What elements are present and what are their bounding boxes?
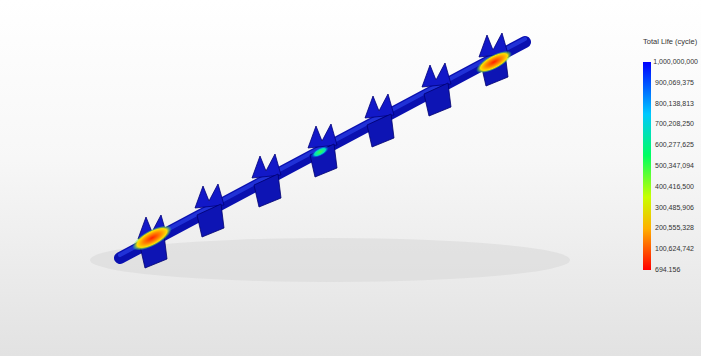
tick-label: 694.156 xyxy=(655,266,680,274)
color-bar xyxy=(643,62,651,270)
legend-title: Total Life (cycle) xyxy=(643,38,697,46)
tick-label: 100,624,742 xyxy=(655,245,694,253)
tick-label: 400,416,500 xyxy=(655,183,694,191)
tick-label: 500,347,094 xyxy=(655,162,694,170)
tick-label: 900,069,375 xyxy=(655,79,694,87)
tick-label: 800,138,813 xyxy=(655,100,694,108)
tick-label: 300,485,906 xyxy=(655,204,694,212)
tick-label: 600,277,625 xyxy=(655,141,694,149)
tick-label: 200,555,328 xyxy=(655,224,694,232)
tick-label: 700,208,250 xyxy=(655,120,694,128)
tick-label: 1,000,000,000 xyxy=(653,58,698,66)
